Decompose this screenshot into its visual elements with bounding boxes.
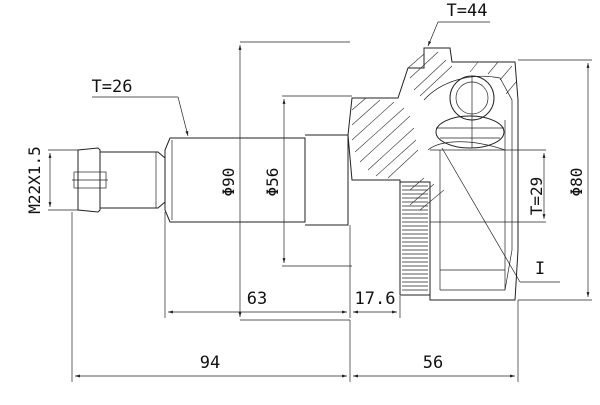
outer-bell (347, 47, 519, 301)
leader-spline-inner: T=44 (427, 1, 490, 47)
abs-ring (399, 181, 431, 296)
len-63-label: 63 (247, 289, 267, 309)
dim-abs-teeth: T=29 (430, 149, 546, 223)
dia-90-label: Φ90 (219, 168, 238, 197)
dim-dia-56: Φ56 (263, 95, 352, 267)
spline-shaft (164, 134, 349, 226)
dim-len-94: 94 (71, 212, 351, 382)
thread-label: M22X1.5 (25, 146, 44, 213)
dia-56-label: Φ56 (263, 168, 282, 197)
dim-thread: M22X1.5 (25, 146, 78, 214)
dim-len-17-6: 17.6 (353, 289, 401, 318)
threaded-stub (72, 147, 166, 213)
dim-dia-80: Φ80 (518, 59, 592, 301)
len-94-label: 94 (200, 353, 220, 373)
abs-teeth-label: T=29 (527, 177, 546, 216)
dia-80-label: Φ80 (567, 168, 586, 197)
dim-len-56: 56 (353, 300, 519, 382)
dim-len-63: 63 (164, 212, 351, 318)
leader-spline-outer: T=26 (92, 77, 189, 137)
marker-leader: I (441, 147, 560, 283)
marker-label: I (535, 259, 545, 279)
spline-outer-label: T=26 (92, 77, 133, 97)
dim-dia-90: Φ90 (219, 41, 350, 321)
inner-race (435, 75, 505, 149)
len-56-label: 56 (423, 353, 443, 373)
len-17-6-label: 17.6 (355, 289, 396, 309)
spline-inner-label: T=44 (447, 1, 488, 21)
